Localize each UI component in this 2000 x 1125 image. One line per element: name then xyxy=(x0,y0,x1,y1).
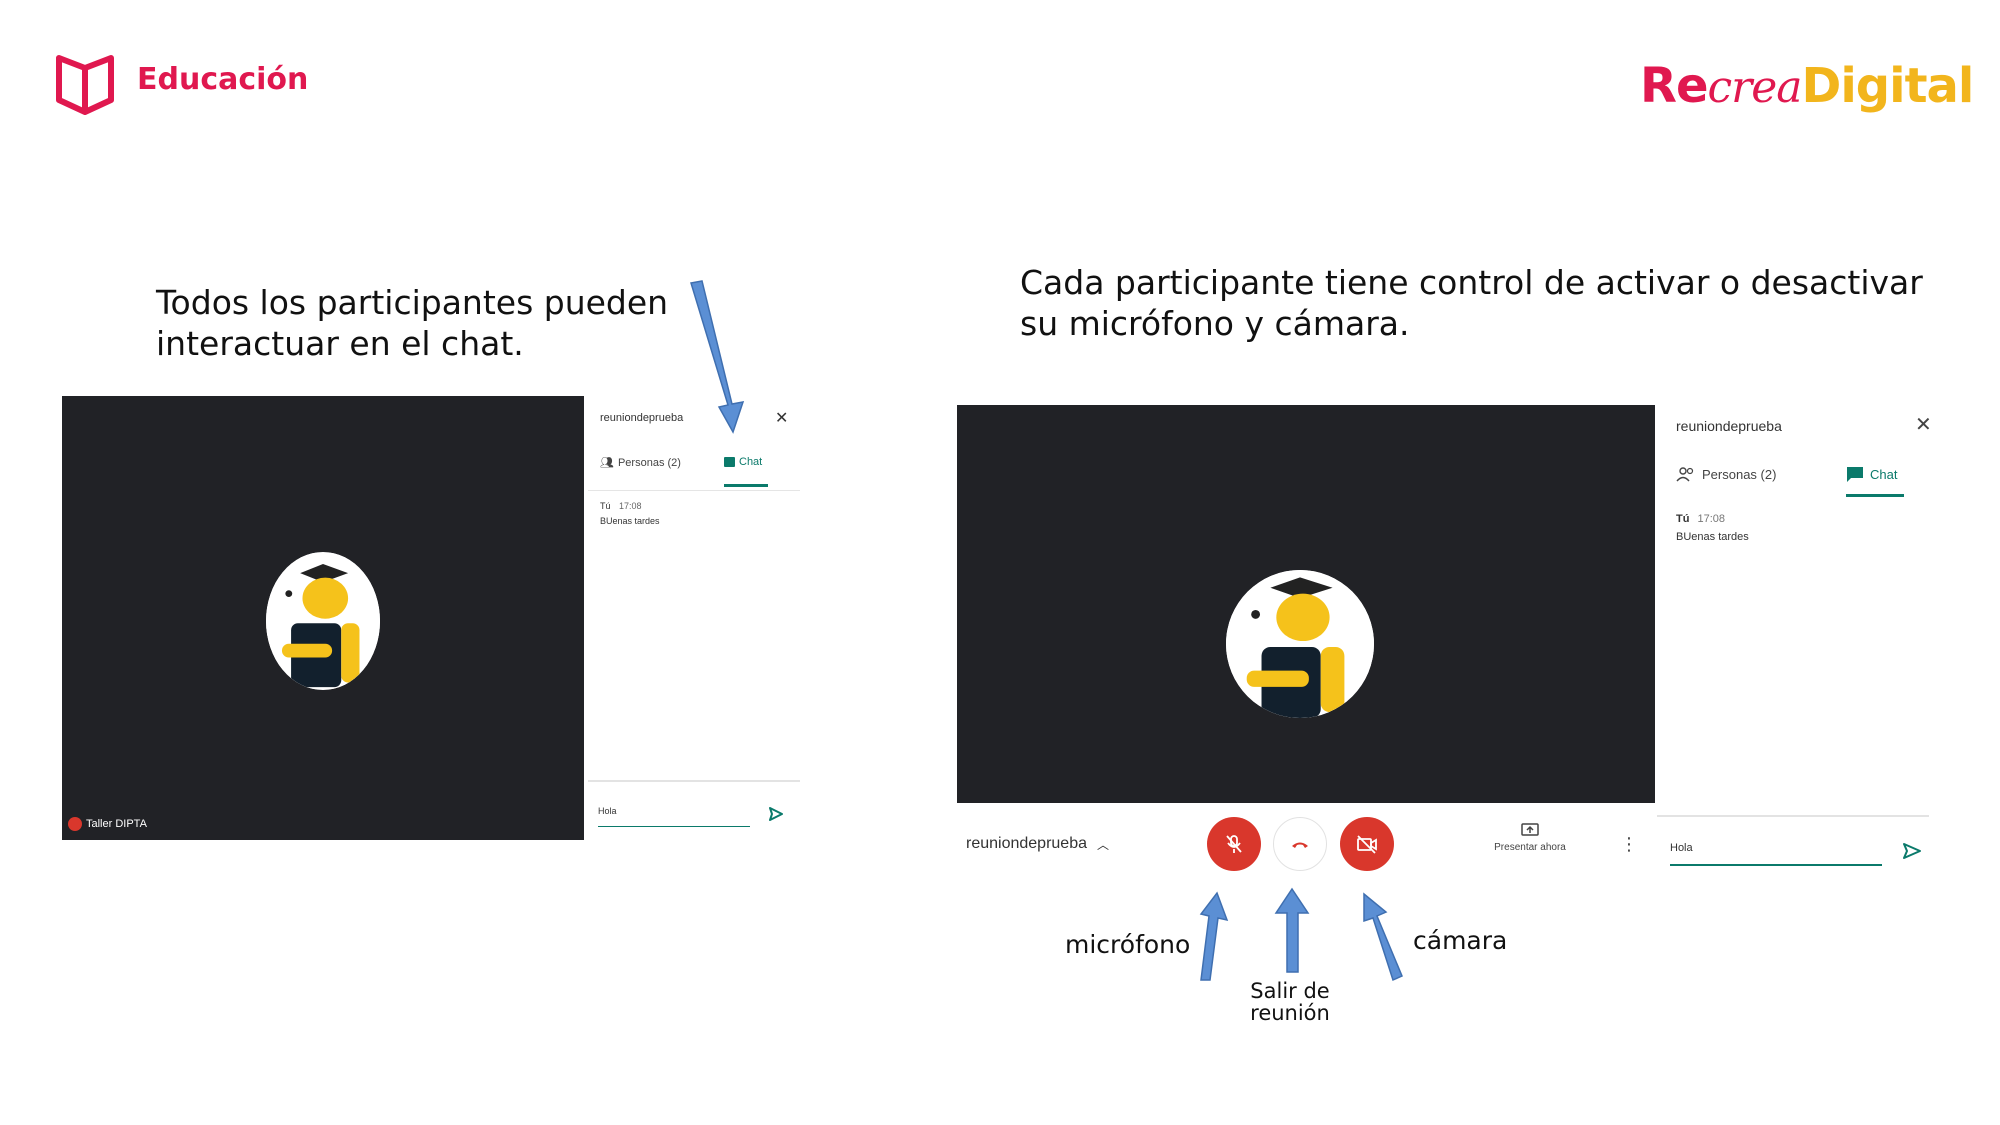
camera-toggle-button[interactable] xyxy=(1340,817,1394,871)
leave-call-button[interactable] xyxy=(1273,817,1327,871)
label-microphone: micrófono xyxy=(1065,930,1191,959)
tab-chat-indicator xyxy=(1846,494,1904,497)
microphone-toggle-button[interactable] xyxy=(1207,817,1261,871)
meeting-name: reuniondeprueba xyxy=(966,835,1087,852)
caption-controls: Cada participante tiene control de activ… xyxy=(1020,263,1923,343)
participant-avatar xyxy=(1226,570,1374,718)
close-icon[interactable]: ✕ xyxy=(1915,414,1932,436)
send-icon[interactable] xyxy=(1902,841,1922,861)
message-header: Tú 17:08 xyxy=(600,501,642,511)
present-now-button[interactable]: Presentar ahora xyxy=(1480,822,1580,853)
participant-name-tag: Taller DIPTA xyxy=(68,817,147,831)
label-leave-meeting: Salir de reunión xyxy=(1246,980,1334,1024)
tab-chat-label: Chat xyxy=(739,456,763,468)
chat-icon xyxy=(724,457,735,467)
tab-people[interactable]: 👥︎ Personas (2) xyxy=(600,456,681,470)
tab-chat-label: Chat xyxy=(1870,466,1898,482)
chevron-up-icon: ︿ xyxy=(1097,837,1110,852)
more-options-icon[interactable]: ⋮ xyxy=(1620,834,1638,854)
message-header: Tú 17:08 xyxy=(1676,513,1725,525)
graduate-figure-icon xyxy=(266,552,380,690)
caption-chat: Todos los participantes pueden interactu… xyxy=(156,283,669,363)
divider xyxy=(588,490,800,491)
label-leave-line2: reunión xyxy=(1250,1001,1330,1025)
participant-name: Taller DIPTA xyxy=(86,818,147,830)
message-text: BUenas tardes xyxy=(1676,531,1749,543)
mic-off-icon xyxy=(68,817,82,831)
brand-digital: Digital xyxy=(1801,58,1974,114)
graduate-figure-icon xyxy=(1226,570,1374,718)
message-time: 17:08 xyxy=(1697,513,1725,525)
mic-off-icon xyxy=(1226,835,1242,853)
divider xyxy=(1657,815,1929,817)
recrea-digital-logo: RecreaDigital xyxy=(1640,58,1974,114)
arrow-to-leave-button xyxy=(1274,887,1310,973)
present-now-label: Presentar ahora xyxy=(1494,842,1566,853)
divider xyxy=(588,780,800,782)
chat-panel-right xyxy=(1655,405,1931,885)
tab-people-label: Personas (2) xyxy=(1702,466,1777,482)
brand-re: Re xyxy=(1640,58,1709,114)
panel-title: reuniondeprueba xyxy=(1676,418,1782,434)
hang-up-icon xyxy=(1292,842,1308,848)
message-author: Tú xyxy=(1676,513,1690,525)
meeting-details[interactable]: reuniondeprueba ︿ xyxy=(966,835,1109,853)
tab-chat[interactable]: Chat xyxy=(1846,466,1897,482)
arrow-to-microphone xyxy=(1199,891,1229,981)
people-icon: 👥︎ xyxy=(600,457,614,469)
chat-input[interactable]: Hola xyxy=(1670,842,1882,866)
brand-crea: crea xyxy=(1707,62,1803,113)
message-author: Tú xyxy=(600,501,611,511)
camera-off-icon xyxy=(1357,835,1377,854)
chat-input[interactable]: Hola xyxy=(598,806,750,827)
tab-people-label: Personas (2) xyxy=(617,456,681,469)
message-time: 17:08 xyxy=(619,501,642,511)
tab-chat[interactable]: Chat xyxy=(724,456,762,468)
people-icon xyxy=(1676,467,1694,482)
send-icon[interactable] xyxy=(768,806,784,822)
panel-title: reuniondeprueba xyxy=(600,412,684,424)
label-leave-line1: Salir de xyxy=(1250,979,1330,1003)
present-screen-icon xyxy=(1521,823,1539,836)
tab-people[interactable]: Personas (2) xyxy=(1676,466,1776,482)
book-logo-icon xyxy=(56,55,114,115)
label-camera: cámara xyxy=(1413,926,1508,955)
message-text: BUenas tardes xyxy=(600,516,660,526)
chat-icon xyxy=(1847,467,1863,482)
education-label: Educación xyxy=(137,62,309,97)
close-icon[interactable]: ✕ xyxy=(775,410,789,427)
participant-avatar xyxy=(266,552,380,690)
arrow-to-camera xyxy=(1363,892,1403,982)
chat-panel-left xyxy=(584,396,802,840)
tab-chat-indicator xyxy=(724,484,768,487)
